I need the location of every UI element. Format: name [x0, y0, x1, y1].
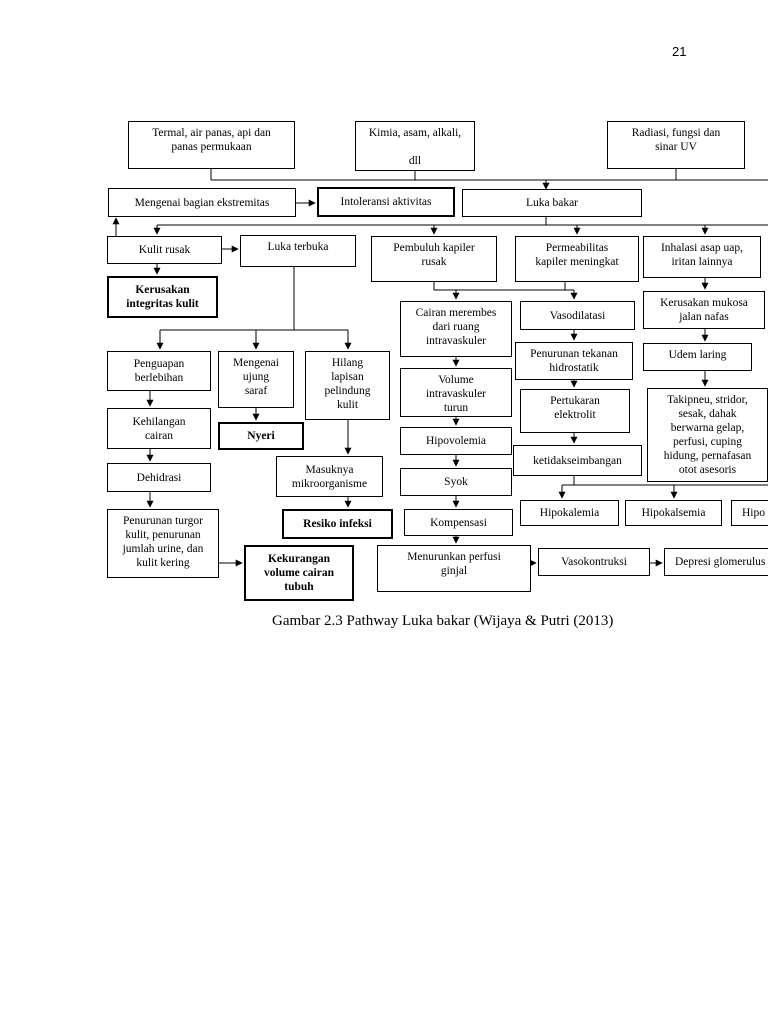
node-hipokalemia: Hipokalemia: [520, 500, 619, 526]
node-masuknya-mikroorganisme: Masuknya mikroorganisme: [276, 456, 383, 497]
node-hilang-lapisan: Hilang lapisan pelindung kulit: [305, 351, 390, 420]
node-cairan-merembes: Cairan merembes dari ruang intravaskuler: [400, 301, 512, 357]
node-nyeri: Nyeri: [218, 422, 304, 450]
node-pembuluh-kapiler: Pembuluh kapiler rusak: [371, 236, 497, 282]
node-radiasi: Radiasi, fungsi dan sinar UV: [607, 121, 745, 169]
node-depresi-glomerulus: Depresi glomerulus: [664, 548, 768, 576]
node-hipovolemia: Hipovolemia: [400, 427, 512, 455]
node-kehilangan-cairan: Kehilangan cairan: [107, 408, 211, 449]
node-syok: Syok: [400, 468, 512, 496]
node-penguapan: Penguapan berlebihan: [107, 351, 211, 391]
node-mengenai-ujung-saraf: Mengenai ujung saraf: [218, 351, 294, 408]
node-luka-terbuka: Luka terbuka: [240, 235, 356, 267]
node-mengenai-ekstremitas: Mengenai bagian ekstremitas: [108, 188, 296, 217]
node-luka-bakar: Luka bakar: [462, 189, 642, 217]
node-kekurangan-volume: Kekurangan volume cairan tubuh: [244, 545, 354, 601]
page-number: 21: [672, 44, 687, 59]
node-ketidakseimbangan: ketidakseimbangan: [513, 445, 642, 476]
node-termal: Termal, air panas, api dan panas permuka…: [128, 121, 295, 169]
node-kerusakan-mukosa: Kerusakan mukosa jalan nafas: [643, 291, 765, 329]
node-intoleransi-aktivitas: Intoleransi aktivitas: [317, 187, 455, 217]
node-kimia: Kimia, asam, alkali, dll: [355, 121, 475, 171]
node-dehidrasi: Dehidrasi: [107, 463, 211, 492]
node-kompensasi: Kompensasi: [404, 509, 513, 536]
node-vasokontruksi: Vasokontruksi: [538, 548, 650, 576]
node-resiko-infeksi: Resiko infeksi: [282, 509, 393, 539]
node-permeabilitas: Permeabilitas kapiler meningkat: [515, 236, 639, 282]
node-volume-intravaskuler: Volume intravaskuler turun: [400, 368, 512, 417]
node-penurunan-tekanan: Penurunan tekanan hidrostatik: [515, 342, 633, 380]
node-kulit-rusak: Kulit rusak: [107, 236, 222, 264]
node-penurunan-turgor: Penurunan turgor kulit, penurunan jumlah…: [107, 509, 219, 578]
node-pertukaran-elektrolit: Pertukaran elektrolit: [520, 389, 630, 433]
figure-caption: Gambar 2.3 Pathway Luka bakar (Wijaya & …: [272, 613, 614, 629]
node-menurunkan-perfusi: Menurunkan perfusi ginjal: [377, 545, 531, 592]
node-vasodilatasi: Vasodilatasi: [520, 301, 635, 330]
node-udem-laring: Udem laring: [643, 343, 752, 371]
node-inhalasi: Inhalasi asap uap, iritan lainnya: [643, 236, 761, 278]
node-hipokalsemia: Hipokalsemia: [625, 500, 722, 526]
node-takipneu: Takipneu, stridor, sesak, dahak berwarna…: [647, 388, 768, 482]
node-hipo: Hipo: [731, 500, 768, 526]
node-kerusakan-integritas-kulit: Kerusakan integritas kulit: [107, 276, 218, 318]
